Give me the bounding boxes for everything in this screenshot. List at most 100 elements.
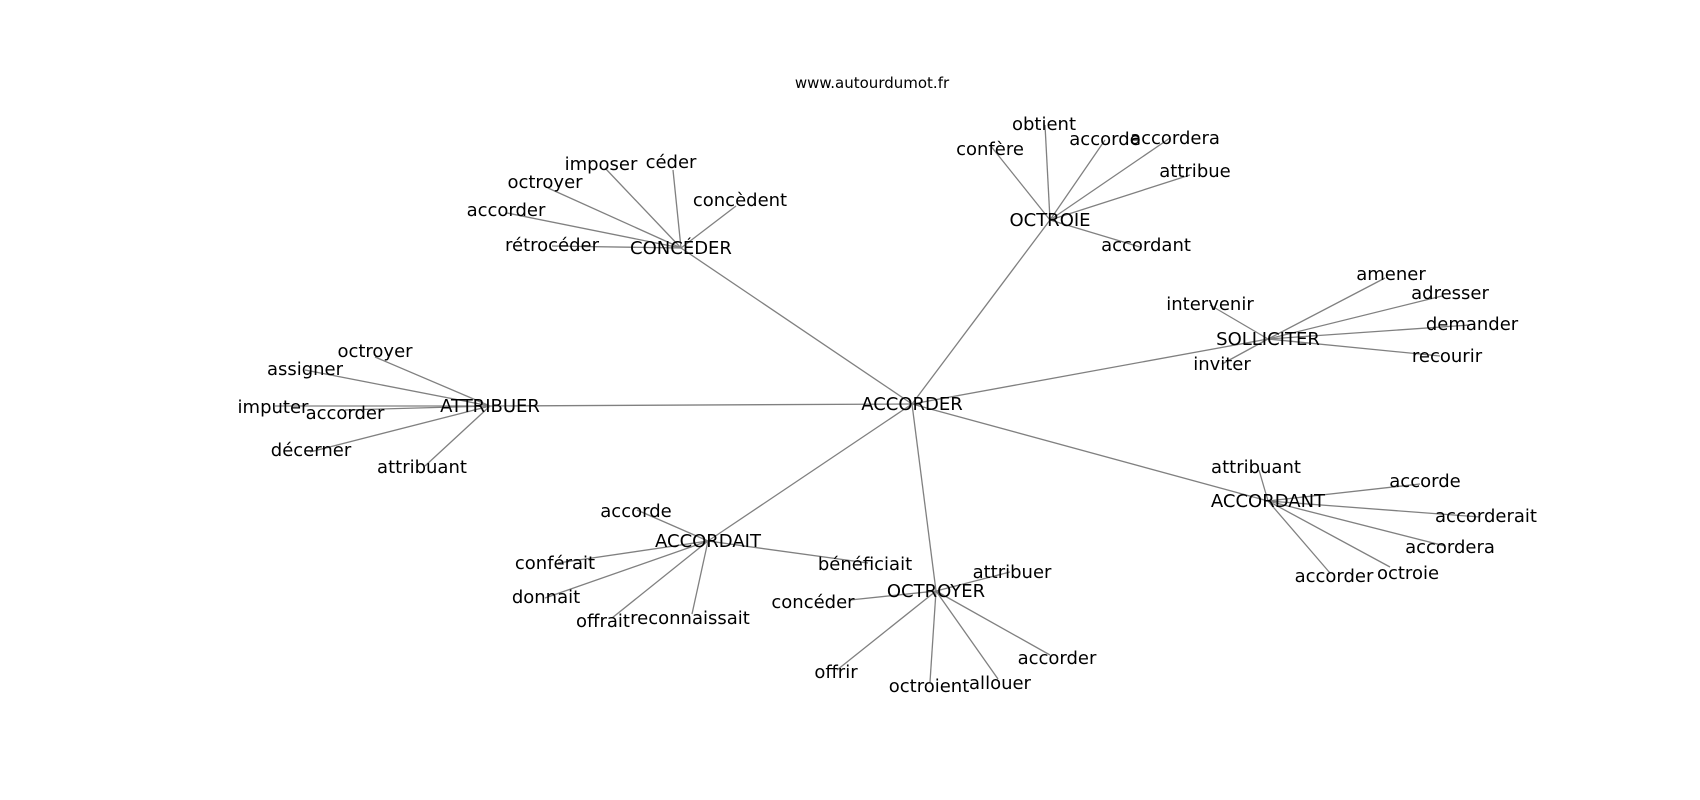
hub-word: ACCORDAIT <box>655 531 762 552</box>
related-word: octroie <box>1377 563 1439 584</box>
center-word: ACCORDER <box>861 394 963 415</box>
related-word: offrait <box>576 611 630 632</box>
hub-to-word-edge <box>374 356 491 407</box>
hub-to-word-edge <box>636 509 709 542</box>
hub-to-word-edge <box>557 540 709 564</box>
hub-to-word-edge <box>304 369 491 407</box>
hub-word: OCTROYER <box>887 581 985 602</box>
related-word: demander <box>1426 314 1519 335</box>
related-word: conférait <box>515 553 595 574</box>
center-to-hub-edge <box>707 403 913 542</box>
related-word: décerner <box>271 440 352 461</box>
hub-to-word-edge <box>1209 304 1269 340</box>
related-word: donnait <box>512 587 580 608</box>
hub-to-word-edge <box>1049 219 1141 248</box>
hub-to-word-edge <box>1267 500 1481 518</box>
related-word: accordera <box>1405 537 1495 558</box>
related-word: adresser <box>1411 283 1489 304</box>
related-word: accorder <box>1295 566 1374 587</box>
hub-to-word-edge <box>1267 324 1471 340</box>
hub-to-word-edge <box>989 144 1051 221</box>
hub-to-word-edge <box>1267 500 1446 547</box>
hub-to-word-edge <box>1267 483 1421 502</box>
hub-to-word-edge <box>506 212 682 249</box>
hub-to-word-edge <box>1049 139 1106 221</box>
related-word: obtient <box>1012 114 1076 135</box>
center-to-hub-edge <box>911 338 1269 405</box>
hub-word: SOLLICITER <box>1216 329 1320 350</box>
hub-to-word-edge <box>935 571 1011 592</box>
hub-to-word-edge <box>849 590 937 601</box>
hub-to-word-edge <box>424 405 491 467</box>
hub-to-word-edge <box>604 167 682 249</box>
hub-to-word-edge <box>309 405 491 453</box>
related-word: attribue <box>1159 161 1230 182</box>
related-word: accorder <box>467 200 546 221</box>
related-word: octroyer <box>507 172 583 193</box>
related-word: recourir <box>1412 346 1483 367</box>
related-word: attribuer <box>973 562 1052 583</box>
hub-to-word-edge <box>1267 295 1443 340</box>
related-word: inviter <box>1193 354 1251 375</box>
related-word: accordera <box>1130 128 1220 149</box>
center-to-hub-edge <box>680 247 913 405</box>
hub-to-word-edge <box>551 245 682 249</box>
hub-word: ACCORDANT <box>1211 491 1326 512</box>
hub-to-word-edge <box>672 169 682 249</box>
related-word: concéder <box>771 592 855 613</box>
related-word: accorder <box>1018 648 1097 669</box>
hub-to-word-edge <box>1221 338 1269 365</box>
hub-to-word-edge <box>1258 469 1269 502</box>
hub-to-word-edge <box>680 205 737 249</box>
hub-word: OCTROIE <box>1009 210 1090 231</box>
related-word: octroyer <box>337 341 413 362</box>
source-url: www.autourdumot.fr <box>795 74 950 92</box>
related-word: accorde <box>1069 129 1140 150</box>
hub-to-word-edge <box>544 540 709 599</box>
related-word: céder <box>646 152 697 173</box>
related-word: accorder <box>306 403 385 424</box>
related-word: offrir <box>814 662 858 683</box>
related-word: concèdent <box>693 190 787 211</box>
hub-to-word-edge <box>935 590 1051 656</box>
hub-to-word-edge <box>1267 500 1331 574</box>
hub-word: ATTRIBUER <box>440 396 540 417</box>
hub-to-word-edge <box>707 540 869 564</box>
related-word: accorderait <box>1435 506 1537 527</box>
center-to-hub-edge <box>489 403 913 407</box>
hub-to-word-edge <box>1044 124 1051 221</box>
graph-edges <box>275 124 1481 683</box>
related-word: assigner <box>267 359 344 380</box>
related-word: attribuant <box>377 457 467 478</box>
graph-labels: www.autourdumot.fr ACCORDER CONCÉDER impo… <box>238 74 1537 697</box>
related-word: allouer <box>969 673 1032 694</box>
hub-to-word-edge <box>547 187 682 249</box>
center-to-hub-edge <box>911 403 1269 502</box>
center-to-hub-edge <box>911 403 937 592</box>
related-word: confère <box>956 139 1024 160</box>
hub-to-word-edge <box>611 540 709 619</box>
hub-to-word-edge <box>691 540 709 615</box>
hub-word: CONCÉDER <box>630 237 732 259</box>
hub-to-word-edge <box>929 590 937 683</box>
related-word: attribuant <box>1211 457 1301 478</box>
related-word: intervenir <box>1166 294 1254 315</box>
related-word: imposer <box>565 154 638 175</box>
hub-to-word-edge <box>836 590 937 671</box>
related-word: bénéficiait <box>818 554 912 575</box>
center-to-hub-edge <box>911 219 1051 405</box>
hub-to-word-edge <box>935 590 999 680</box>
hub-to-word-edge <box>1267 338 1441 357</box>
related-word: amener <box>1356 264 1426 285</box>
related-word: octroient <box>889 676 970 697</box>
related-word: reconnaissait <box>630 608 750 629</box>
hub-to-word-edge <box>1049 137 1171 221</box>
related-word: rétrocéder <box>505 235 600 256</box>
related-word: accordant <box>1101 235 1191 256</box>
hub-to-word-edge <box>1267 500 1391 568</box>
related-word: accorde <box>600 501 671 522</box>
related-word: imputer <box>238 397 310 418</box>
hub-to-word-edge <box>344 405 491 411</box>
related-word: accorde <box>1389 471 1460 492</box>
